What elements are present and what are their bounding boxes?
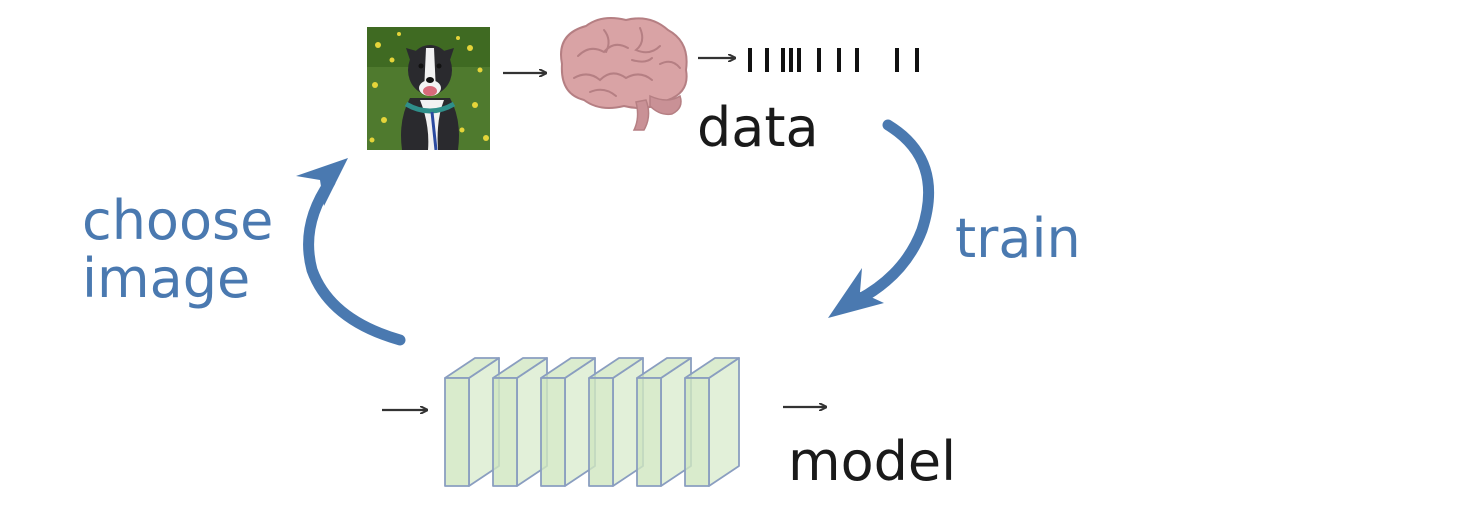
train-arrow (828, 119, 934, 318)
neural-response-bars-icon (748, 48, 919, 72)
choose-image-label-line2: image (82, 247, 251, 310)
network-layer (540, 357, 596, 487)
network-layer (684, 357, 740, 487)
data-label: data (697, 96, 819, 159)
choose-image-arrow (296, 158, 406, 346)
brain-icon (560, 17, 688, 131)
network-layer (636, 357, 692, 487)
network-layer (588, 357, 644, 487)
dog-photo-icon (367, 27, 490, 150)
choose-image-label: choose image (82, 192, 273, 308)
train-label: train (955, 207, 1081, 270)
neural-network-layers-icon (444, 357, 740, 487)
model-label: model (788, 430, 957, 493)
network-layer (492, 357, 548, 487)
network-layer (444, 357, 500, 487)
choose-image-label-line1: choose (82, 189, 274, 252)
